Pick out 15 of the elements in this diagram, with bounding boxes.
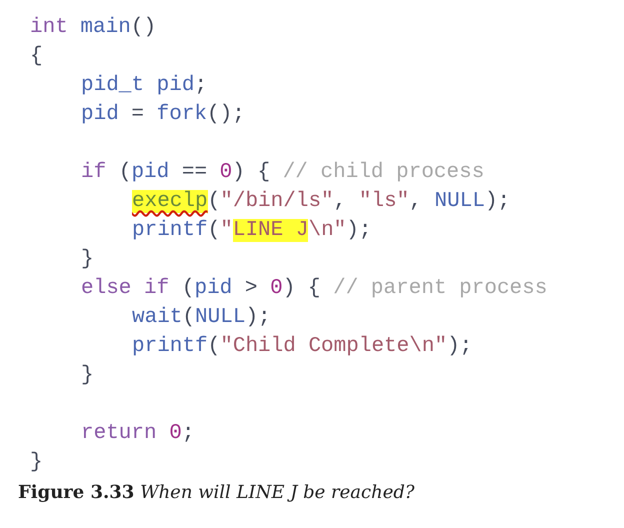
code-line: } <box>30 450 43 476</box>
code-line: pid = fork(); <box>81 102 245 128</box>
code-line: } <box>81 363 94 389</box>
code-line: printf("Child Complete\n"); <box>132 334 472 360</box>
figure-caption: Figure 3.33 When will LINE J be reached? <box>18 482 415 503</box>
code-line: { <box>30 44 43 70</box>
code-line: execlp("/bin/ls", "ls", NULL); <box>132 189 510 215</box>
code-line: printf("LINE J\n"); <box>132 218 372 244</box>
code-line: wait(NULL); <box>132 305 271 331</box>
code-line: if (pid == 0) { // child process <box>81 160 484 186</box>
code-line: return 0; <box>81 421 194 447</box>
code-line: else if (pid > 0) { // parent process <box>81 276 548 302</box>
code-line: } <box>81 247 94 273</box>
code-line: pid_t pid; <box>81 73 208 99</box>
code-line: int main() <box>30 15 156 41</box>
